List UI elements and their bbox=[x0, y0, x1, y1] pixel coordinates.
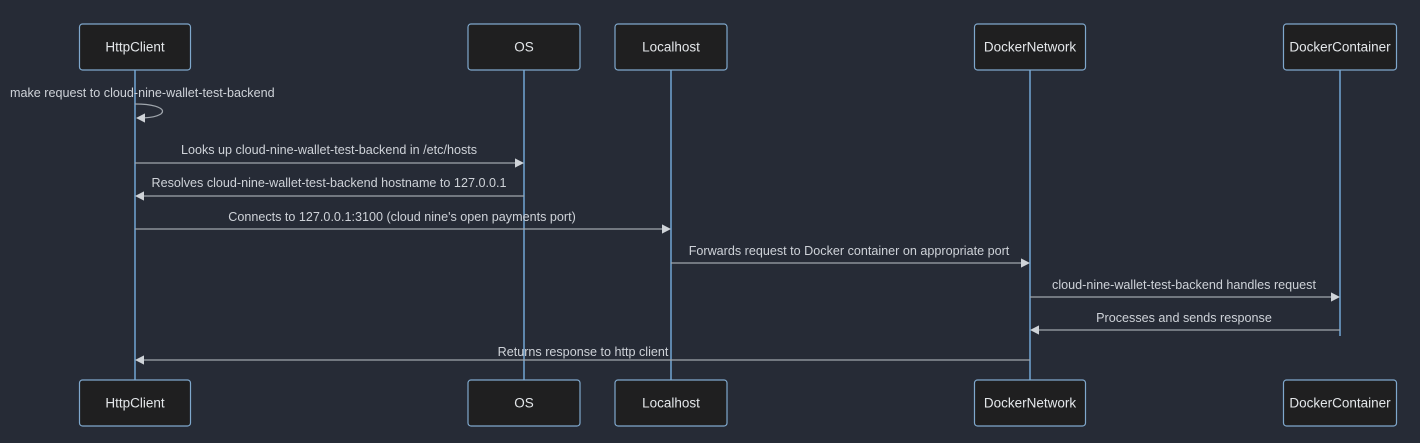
actor-box-rect bbox=[1282, 379, 1398, 427]
actor-box-rect bbox=[973, 23, 1087, 71]
actors-bottom-layer: HttpClient OS Localhost DockerNetwork Docker… bbox=[78, 379, 1398, 427]
arrow-head bbox=[135, 191, 144, 201]
messages-layer: make request to cloud-nine-wallet-test-b… bbox=[10, 86, 1340, 365]
actor-os-top[interactable]: OS bbox=[467, 23, 581, 71]
message-7[interactable]: Returns response to http client bbox=[135, 345, 1030, 365]
message-label: Forwards request to Docker container on … bbox=[689, 244, 1010, 258]
message-3[interactable]: Connects to 127.0.0.1:3100 (cloud nine's… bbox=[135, 210, 671, 234]
actor-localhost-top[interactable]: Localhost bbox=[614, 23, 728, 71]
actor-label: DockerContainer bbox=[1289, 396, 1391, 411]
actor-label: OS bbox=[514, 396, 534, 411]
message-label: cloud-nine-wallet-test-backend handles r… bbox=[1052, 278, 1316, 292]
actor-label: OS bbox=[514, 40, 534, 55]
message-2[interactable]: Resolves cloud-nine-wallet-test-backend … bbox=[135, 176, 524, 201]
actor-box-rect bbox=[78, 379, 192, 427]
arrow-head bbox=[1021, 258, 1030, 268]
message-label: Resolves cloud-nine-wallet-test-backend … bbox=[152, 176, 507, 190]
message-label: Connects to 127.0.0.1:3100 (cloud nine's… bbox=[228, 210, 576, 224]
arrow-head bbox=[136, 113, 145, 123]
self-message-loop bbox=[134, 103, 164, 119]
actor-box-rect bbox=[467, 379, 581, 427]
message-0[interactable]: make request to cloud-nine-wallet-test-b… bbox=[10, 86, 275, 123]
arrow-head bbox=[662, 224, 671, 234]
message-5[interactable]: cloud-nine-wallet-test-backend handles r… bbox=[1030, 278, 1340, 302]
arrow-head bbox=[1030, 325, 1039, 335]
lifelines-layer bbox=[134, 70, 1341, 380]
actor-label: DockerNetwork bbox=[984, 40, 1077, 55]
actor-box-rect bbox=[973, 379, 1087, 427]
message-6[interactable]: Processes and sends response bbox=[1030, 311, 1340, 335]
actor-label: HttpClient bbox=[105, 396, 165, 411]
actor-box-rect bbox=[467, 23, 581, 71]
actor-dockernetwork-bottom[interactable]: DockerNetwork bbox=[973, 379, 1087, 427]
message-label: Looks up cloud-nine-wallet-test-backend … bbox=[181, 143, 477, 157]
actor-localhost-bottom[interactable]: Localhost bbox=[614, 379, 728, 427]
actor-httpclient-top[interactable]: HttpClient bbox=[78, 23, 192, 71]
message-1[interactable]: Looks up cloud-nine-wallet-test-backend … bbox=[135, 143, 524, 168]
actor-label: Localhost bbox=[642, 396, 700, 411]
actors-top-layer: HttpClient OS Localhost DockerNetwork Docker… bbox=[78, 23, 1398, 71]
actor-label: DockerNetwork bbox=[984, 396, 1077, 411]
actor-dockercontainer-bottom[interactable]: DockerContainer bbox=[1282, 379, 1398, 427]
actor-box-rect bbox=[1282, 23, 1398, 71]
actor-dockernetwork-top[interactable]: DockerNetwork bbox=[973, 23, 1087, 71]
actor-box-rect bbox=[78, 23, 192, 71]
message-4[interactable]: Forwards request to Docker container on … bbox=[671, 244, 1030, 268]
actor-label: HttpClient bbox=[105, 40, 165, 55]
actor-label: Localhost bbox=[642, 40, 700, 55]
message-label: make request to cloud-nine-wallet-test-b… bbox=[10, 86, 275, 100]
actor-dockercontainer-top[interactable]: DockerContainer bbox=[1282, 23, 1398, 71]
message-label: Returns response to http client bbox=[498, 345, 669, 359]
arrow-head bbox=[515, 158, 524, 168]
actor-os-bottom[interactable]: OS bbox=[467, 379, 581, 427]
actor-box-rect bbox=[614, 23, 728, 71]
arrow-head bbox=[1331, 292, 1340, 302]
actor-httpclient-bottom[interactable]: HttpClient bbox=[78, 379, 192, 427]
actor-box-rect bbox=[614, 379, 728, 427]
message-label: Processes and sends response bbox=[1096, 311, 1272, 325]
actor-label: DockerContainer bbox=[1289, 40, 1391, 55]
arrow-head bbox=[135, 355, 144, 365]
